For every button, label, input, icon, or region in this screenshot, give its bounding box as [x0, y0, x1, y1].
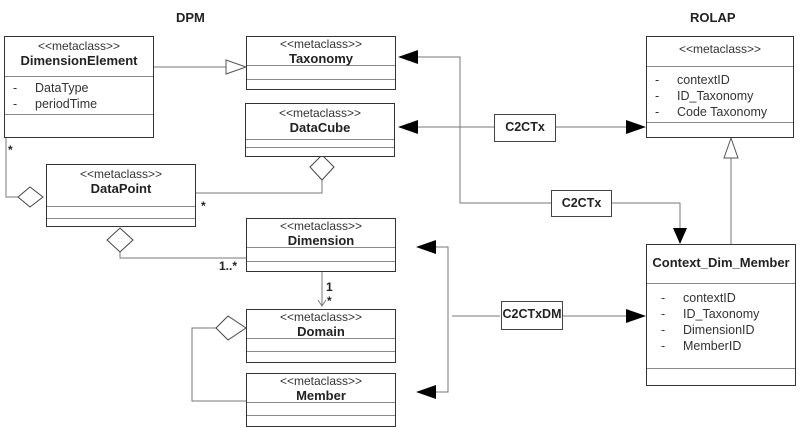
generalization-arrowhead-icon — [225, 59, 248, 75]
attribute: -DataType — [13, 81, 89, 95]
aggregation-domain-member — [191, 327, 246, 402]
stereotype: <<metaclass>> — [37, 39, 121, 53]
mapping-c2ctxdm[interactable]: C2CTxDM — [501, 301, 563, 330]
class-name: Domain — [297, 324, 345, 339]
aggregation-dimelem-datapoint — [5, 138, 18, 198]
attribute: -MemberID — [661, 339, 742, 353]
filled-arrowhead-icon — [673, 228, 687, 244]
stereotype: <<metaclass>> — [79, 167, 163, 181]
stereotype: <<metaclass>> — [278, 106, 362, 120]
multiplicity-dim-domain-one: 1 — [326, 280, 333, 294]
stereotype: <<metaclass>> — [678, 42, 762, 56]
attribute: -contextID — [655, 73, 730, 87]
link-taxonomy-c2ctx2 — [418, 56, 552, 204]
link-c2ctx2-cdm — [612, 202, 681, 228]
aggregation-datapoint-dimension — [119, 252, 246, 259]
attribute: -DimensionID — [661, 323, 755, 337]
stereotype: <<metaclass>> — [279, 219, 363, 233]
filled-arrowhead-icon — [398, 120, 418, 134]
aggregation-diamond-icon — [215, 315, 247, 341]
class-name: Member — [296, 388, 346, 403]
class-datacube[interactable]: <<metaclass>> DataCube — [245, 103, 395, 157]
class-dimension-element[interactable]: <<metaclass>> DimensionElement -DataType… — [4, 36, 154, 138]
class-rolap-context[interactable]: <<metaclass>> -contextID -ID_Taxonomy -C… — [646, 36, 794, 138]
filled-arrowhead-icon — [626, 120, 646, 134]
multiplicity-dimelem: * — [8, 143, 13, 157]
attribute: -contextID — [661, 291, 736, 305]
filled-arrowhead-icon — [398, 50, 418, 64]
mapping-c2ctx-datacube[interactable]: C2CTx — [494, 114, 556, 142]
attribute: -Code Taxonomy — [655, 105, 768, 119]
filled-arrowhead-icon — [416, 385, 436, 399]
multiplicity-datapoint: * — [201, 199, 206, 213]
aggregation-diamond-icon — [309, 154, 335, 181]
class-context-dim-member[interactable]: Context_Dim_Member -contextID -ID_Taxono… — [646, 244, 796, 386]
link-dimension-member — [436, 246, 449, 393]
aggregation-diamond-icon — [106, 227, 134, 253]
mapping-c2ctx-taxonomy[interactable]: C2CTx — [551, 190, 612, 217]
attribute: -periodTime — [13, 97, 98, 111]
rolap-title: ROLAP — [690, 10, 736, 25]
filled-arrowhead-icon — [416, 240, 436, 254]
class-member[interactable]: <<metaclass>> Member — [246, 373, 396, 427]
class-name: DimensionElement — [20, 53, 138, 68]
stereotype: <<metaclass>> — [279, 374, 363, 388]
class-datapoint[interactable]: <<metaclass>> DataPoint — [46, 164, 196, 227]
dpm-title: DPM — [176, 10, 205, 25]
filled-arrowhead-icon — [626, 309, 646, 323]
multiplicity-dim-domain-many: * — [327, 294, 332, 308]
aggregation-datapoint-datacube — [196, 180, 323, 194]
attribute: -ID_Taxonomy — [655, 89, 754, 103]
class-name: Dimension — [287, 233, 355, 248]
attribute: -ID_Taxonomy — [661, 307, 760, 321]
class-name: Context_Dim_Member — [652, 255, 790, 270]
open-arrowhead-icon — [317, 299, 327, 307]
stereotype: <<metaclass>> — [279, 37, 363, 51]
multiplicity-dimension: 1..* — [219, 259, 238, 273]
generalization-arrowhead-icon — [723, 136, 739, 159]
class-name: DataPoint — [90, 181, 152, 196]
class-domain[interactable]: <<metaclass>> Domain — [246, 309, 396, 363]
class-dimension[interactable]: <<metaclass>> Dimension — [246, 218, 396, 272]
class-name: Taxonomy — [288, 51, 354, 66]
class-name: DataCube — [289, 120, 351, 135]
stereotype: <<metaclass>> — [279, 310, 363, 324]
class-taxonomy[interactable]: <<metaclass>> Taxonomy — [246, 36, 396, 90]
aggregation-diamond-icon — [17, 186, 44, 208]
